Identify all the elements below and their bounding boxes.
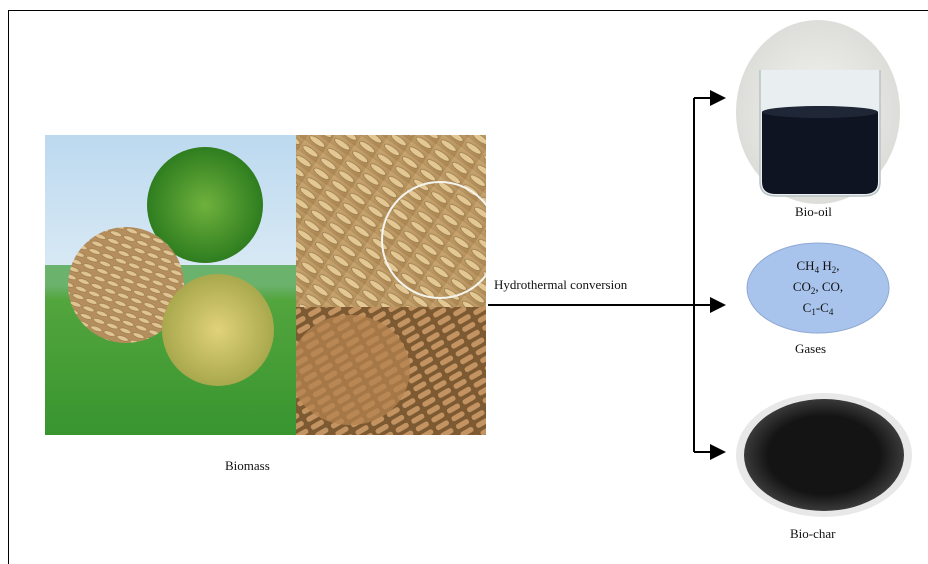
rice-grain-image: [296, 135, 486, 307]
frame-border-left: [8, 10, 9, 564]
pellets-image: [296, 307, 486, 435]
flow-arrows: [488, 90, 726, 460]
gases-formula-line2: CO2, CO,: [793, 279, 843, 296]
rice-husk-image: [68, 227, 184, 343]
arrow-to-gases: [710, 297, 726, 313]
arrow-to-bio-char: [710, 444, 726, 460]
biomass-label: Biomass: [225, 458, 270, 473]
frame-border-top: [8, 10, 928, 11]
rice-plant-image: [162, 274, 274, 386]
grass-field-image: [45, 135, 296, 435]
gases-label: Gases: [795, 341, 827, 356]
gases-ellipse: CH4 H2, CO2, CO, C1-C4: [746, 242, 890, 334]
rice-plant-field-image: [147, 147, 263, 263]
bio-char-label: Bio-char: [790, 526, 836, 541]
process-label: Hydrothermal conversion: [494, 277, 628, 292]
bio-char-image: [736, 393, 912, 517]
arrow-to-bio-oil: [710, 90, 726, 106]
bio-oil-beaker-image: [736, 20, 900, 204]
gases-formula-line1: CH4 H2,: [797, 258, 840, 275]
bio-oil-label: Bio-oil: [795, 204, 832, 219]
gases-formula-line3: C1-C4: [803, 300, 834, 317]
